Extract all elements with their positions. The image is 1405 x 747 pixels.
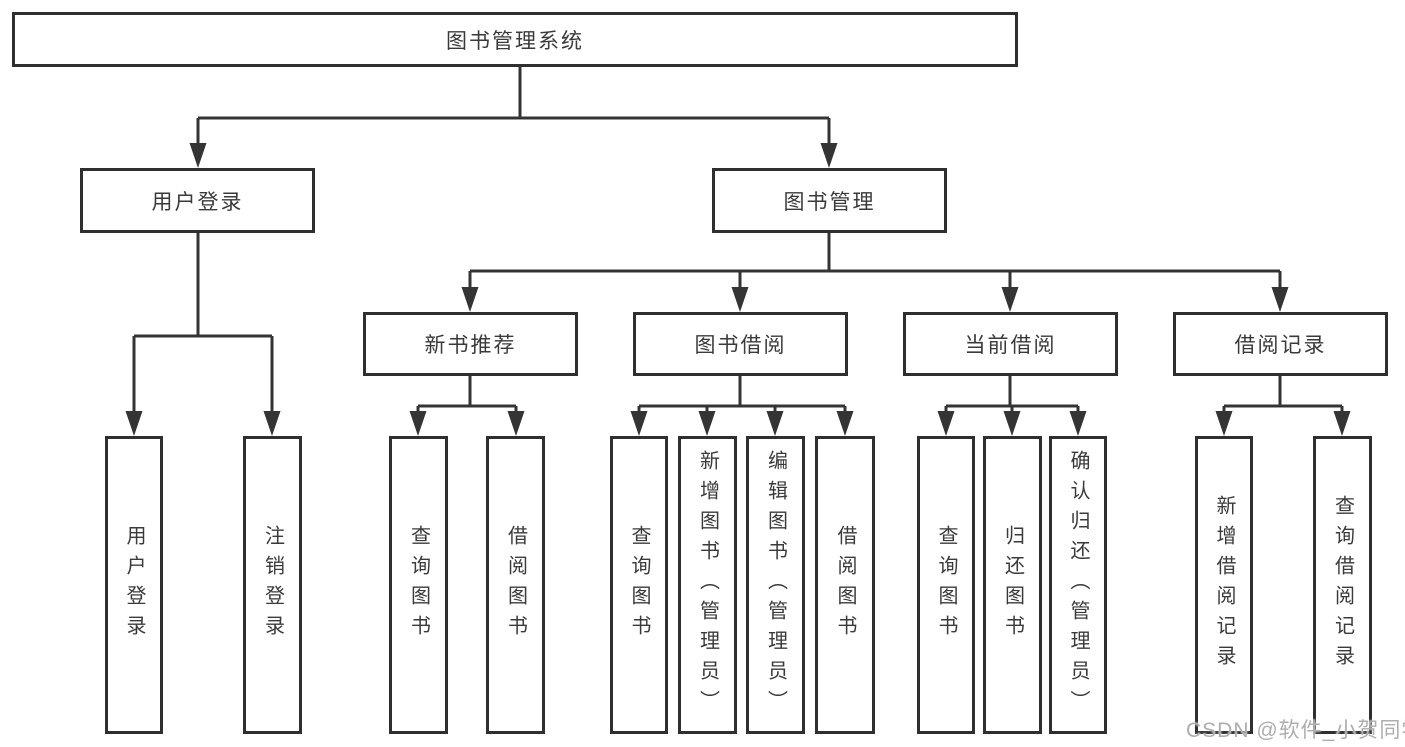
node-label: 图书管理系统 [446, 29, 584, 53]
node-user-login-action: 用户登录 [105, 436, 163, 734]
node-cb-query-books: 查询图书 [917, 436, 975, 734]
node-label: 借阅图书 [504, 525, 527, 645]
node-label: 查询图书 [628, 525, 650, 645]
node-label: 用户登录 [123, 525, 145, 645]
node-bb-query-books: 查询图书 [610, 436, 668, 734]
node-label: 新增借阅记录 [1213, 495, 1235, 675]
node-label: 用户登录 [151, 190, 244, 214]
node-logout-login: 注销登录 [243, 436, 302, 734]
node-book-management: 图书管理 [712, 168, 947, 233]
node-bb-borrow-books: 借阅图书 [815, 436, 875, 734]
node-bb-edit-books-admin: 编辑图书（管理员） [746, 436, 805, 734]
node-bb-add-books-admin: 新增图书（管理员） [678, 436, 737, 734]
node-new-book-recommend: 新书推荐 [363, 312, 578, 376]
node-label: 归还图书 [1001, 525, 1024, 645]
node-nb-borrow-books: 借阅图书 [486, 436, 545, 734]
node-label: 查询图书 [407, 525, 430, 645]
node-cb-return-books: 归还图书 [983, 436, 1042, 734]
node-book-borrowing: 图书借阅 [633, 312, 848, 376]
node-label: 新增图书（管理员） [696, 450, 719, 720]
csdn-watermark: CSDN @软件_小贺同学 [1186, 719, 1405, 742]
node-borrowing-records: 借阅记录 [1173, 312, 1388, 376]
node-label: 确认归还（管理员） [1067, 450, 1089, 720]
node-current-borrowing: 当前借阅 [903, 312, 1118, 376]
node-label: 新书推荐 [424, 334, 517, 357]
node-label: 借阅图书 [834, 525, 856, 645]
node-br-query-record: 查询借阅记录 [1313, 436, 1372, 734]
node-cb-confirm-return-admin: 确认归还（管理员） [1049, 436, 1107, 734]
node-label: 注销登录 [261, 525, 284, 645]
node-user-login: 用户登录 [80, 168, 315, 233]
node-label: 查询图书 [935, 525, 957, 645]
node-label: 借阅记录 [1234, 334, 1327, 357]
node-label: 图书管理 [783, 190, 876, 214]
node-label: 编辑图书（管理员） [764, 450, 787, 720]
arrowhead-icons [125, 143, 1351, 436]
node-label: 图书借阅 [694, 334, 787, 357]
node-root: 图书管理系统 [12, 12, 1018, 67]
node-nb-query-books: 查询图书 [389, 436, 448, 734]
node-label: 当前借阅 [964, 334, 1057, 357]
node-label: 查询借阅记录 [1331, 495, 1354, 675]
node-br-add-record: 新增借阅记录 [1195, 436, 1253, 734]
